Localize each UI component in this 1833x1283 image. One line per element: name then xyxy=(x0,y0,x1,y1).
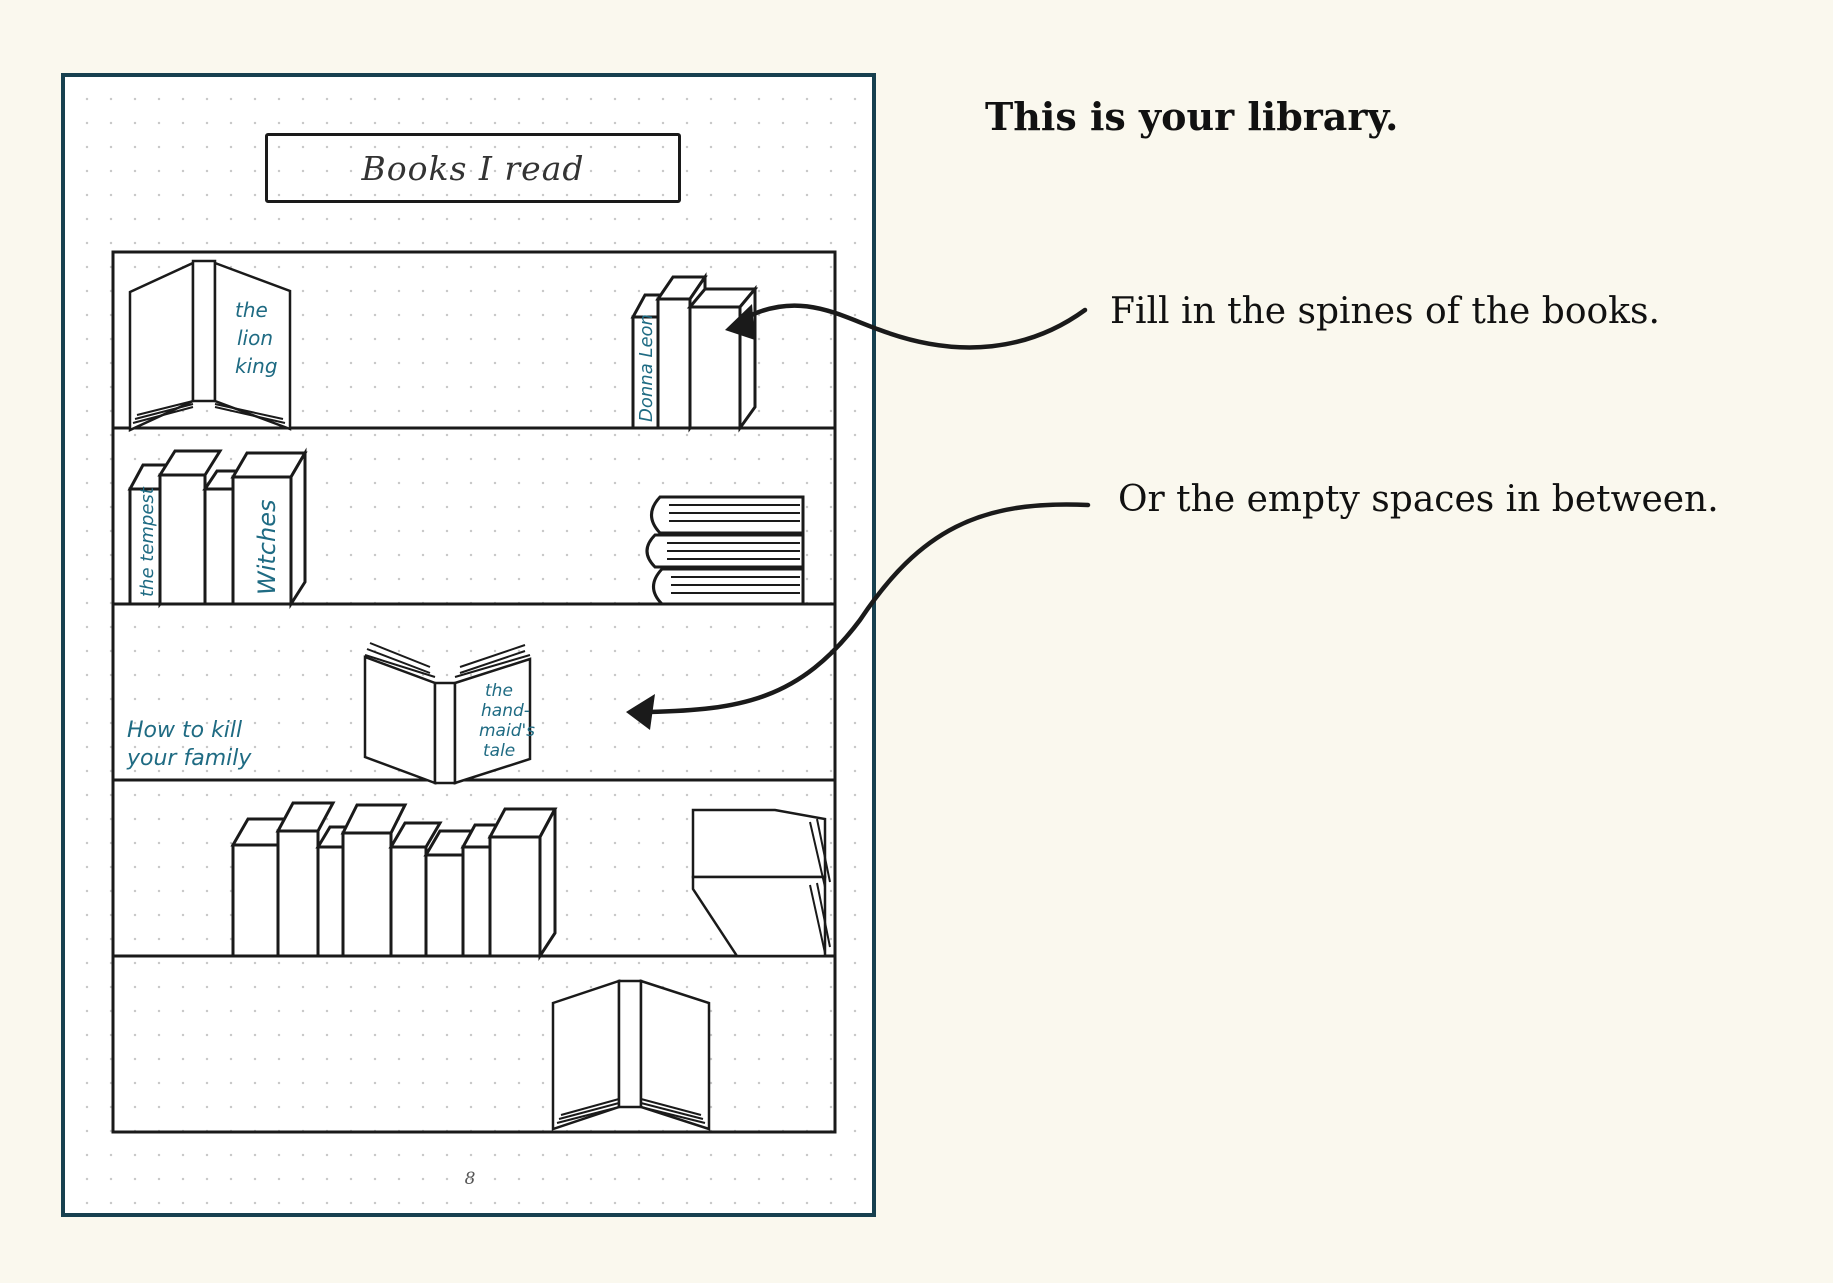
page-number: 8 xyxy=(464,1169,476,1189)
arrow-to-spines xyxy=(725,303,1088,350)
book-label-handmaids-3: maid's xyxy=(479,721,535,741)
book-stack-lying xyxy=(645,495,805,606)
book-label-how-to-kill-2: your family xyxy=(126,746,252,771)
book-row-upright xyxy=(230,801,558,962)
book-label-donna-leon: Donna Leon xyxy=(636,314,657,422)
page-title: Books I read xyxy=(361,148,585,188)
book-label-lion-king-2: lion xyxy=(237,326,273,350)
open-book-bottom-shelf xyxy=(551,979,711,1131)
tilted-open-book xyxy=(691,808,831,958)
book-group-tempest-witches xyxy=(127,447,308,610)
book-label-handmaids-4: tale xyxy=(483,741,515,761)
book-label-witches: Witches xyxy=(253,500,281,595)
bookshelf-illustration: the lion king Donna Leon xyxy=(111,250,837,1134)
open-book-handmaids-tale xyxy=(363,642,532,785)
page-title-box: Books I read xyxy=(265,133,681,203)
book-label-handmaids-2: hand- xyxy=(481,701,530,721)
open-book-lion-king xyxy=(128,259,292,432)
journal-page: Books I read the lion king xyxy=(61,73,876,1217)
book-label-lion-king-1: the xyxy=(235,298,268,322)
headline: This is your library. xyxy=(985,94,1399,139)
book-label-lion-king-3: king xyxy=(235,354,278,378)
book-label-tempest: the tempest xyxy=(137,486,158,597)
arrow-to-empty-space xyxy=(626,502,1091,730)
book-label-handmaids-1: the xyxy=(485,681,513,701)
book-label-how-to-kill-1: How to kill xyxy=(127,718,242,743)
spaces-hint: Or the empty spaces in between. xyxy=(1118,479,1719,520)
spines-hint: Fill in the spines of the books. xyxy=(1110,291,1660,332)
